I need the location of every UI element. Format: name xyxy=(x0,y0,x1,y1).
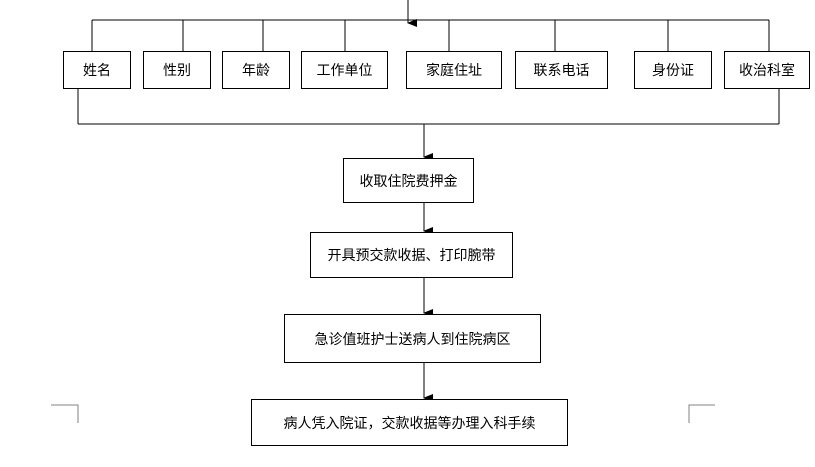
step-box-ward-admission: 病人凭入院证，交款收据等办理入科手续 xyxy=(251,399,568,446)
field-label-department: 收治科室 xyxy=(739,63,795,79)
step-label-receipt-wristband: 开具预交款收据、打印腕带 xyxy=(327,248,496,264)
field-label-id-card: 身份证 xyxy=(652,63,694,79)
field-label-age: 年龄 xyxy=(242,63,270,79)
field-box-age: 年龄 xyxy=(222,51,290,89)
step-label-escort-to-ward: 急诊值班护士送病人到住院病区 xyxy=(314,331,511,348)
step-box-escort-to-ward: 急诊值班护士送病人到住院病区 xyxy=(284,314,541,363)
step-label-ward-admission: 病人凭入院证，交款收据等办理入科手续 xyxy=(283,415,536,432)
field-label-address: 家庭住址 xyxy=(426,63,482,79)
step-label-deposit: 收取住院费押金 xyxy=(359,173,458,190)
field-box-address: 家庭住址 xyxy=(406,51,502,89)
field-box-workplace: 工作单位 xyxy=(301,51,388,89)
page-corner-mark-left xyxy=(51,404,79,423)
field-box-department: 收治科室 xyxy=(724,51,810,89)
step-box-deposit: 收取住院费押金 xyxy=(343,158,474,203)
field-label-phone: 联系电话 xyxy=(533,63,590,79)
field-box-sex: 性别 xyxy=(143,51,211,89)
field-box-phone: 联系电话 xyxy=(515,51,608,89)
field-label-name: 姓名 xyxy=(83,63,111,79)
page-corner-mark-right xyxy=(688,404,715,423)
field-box-id-card: 身份证 xyxy=(634,51,712,89)
field-label-sex: 性别 xyxy=(163,63,191,79)
field-box-name: 姓名 xyxy=(63,51,131,89)
field-label-workplace: 工作单位 xyxy=(316,63,373,79)
step-box-receipt-wristband: 开具预交款收据、打印腕带 xyxy=(310,232,513,278)
